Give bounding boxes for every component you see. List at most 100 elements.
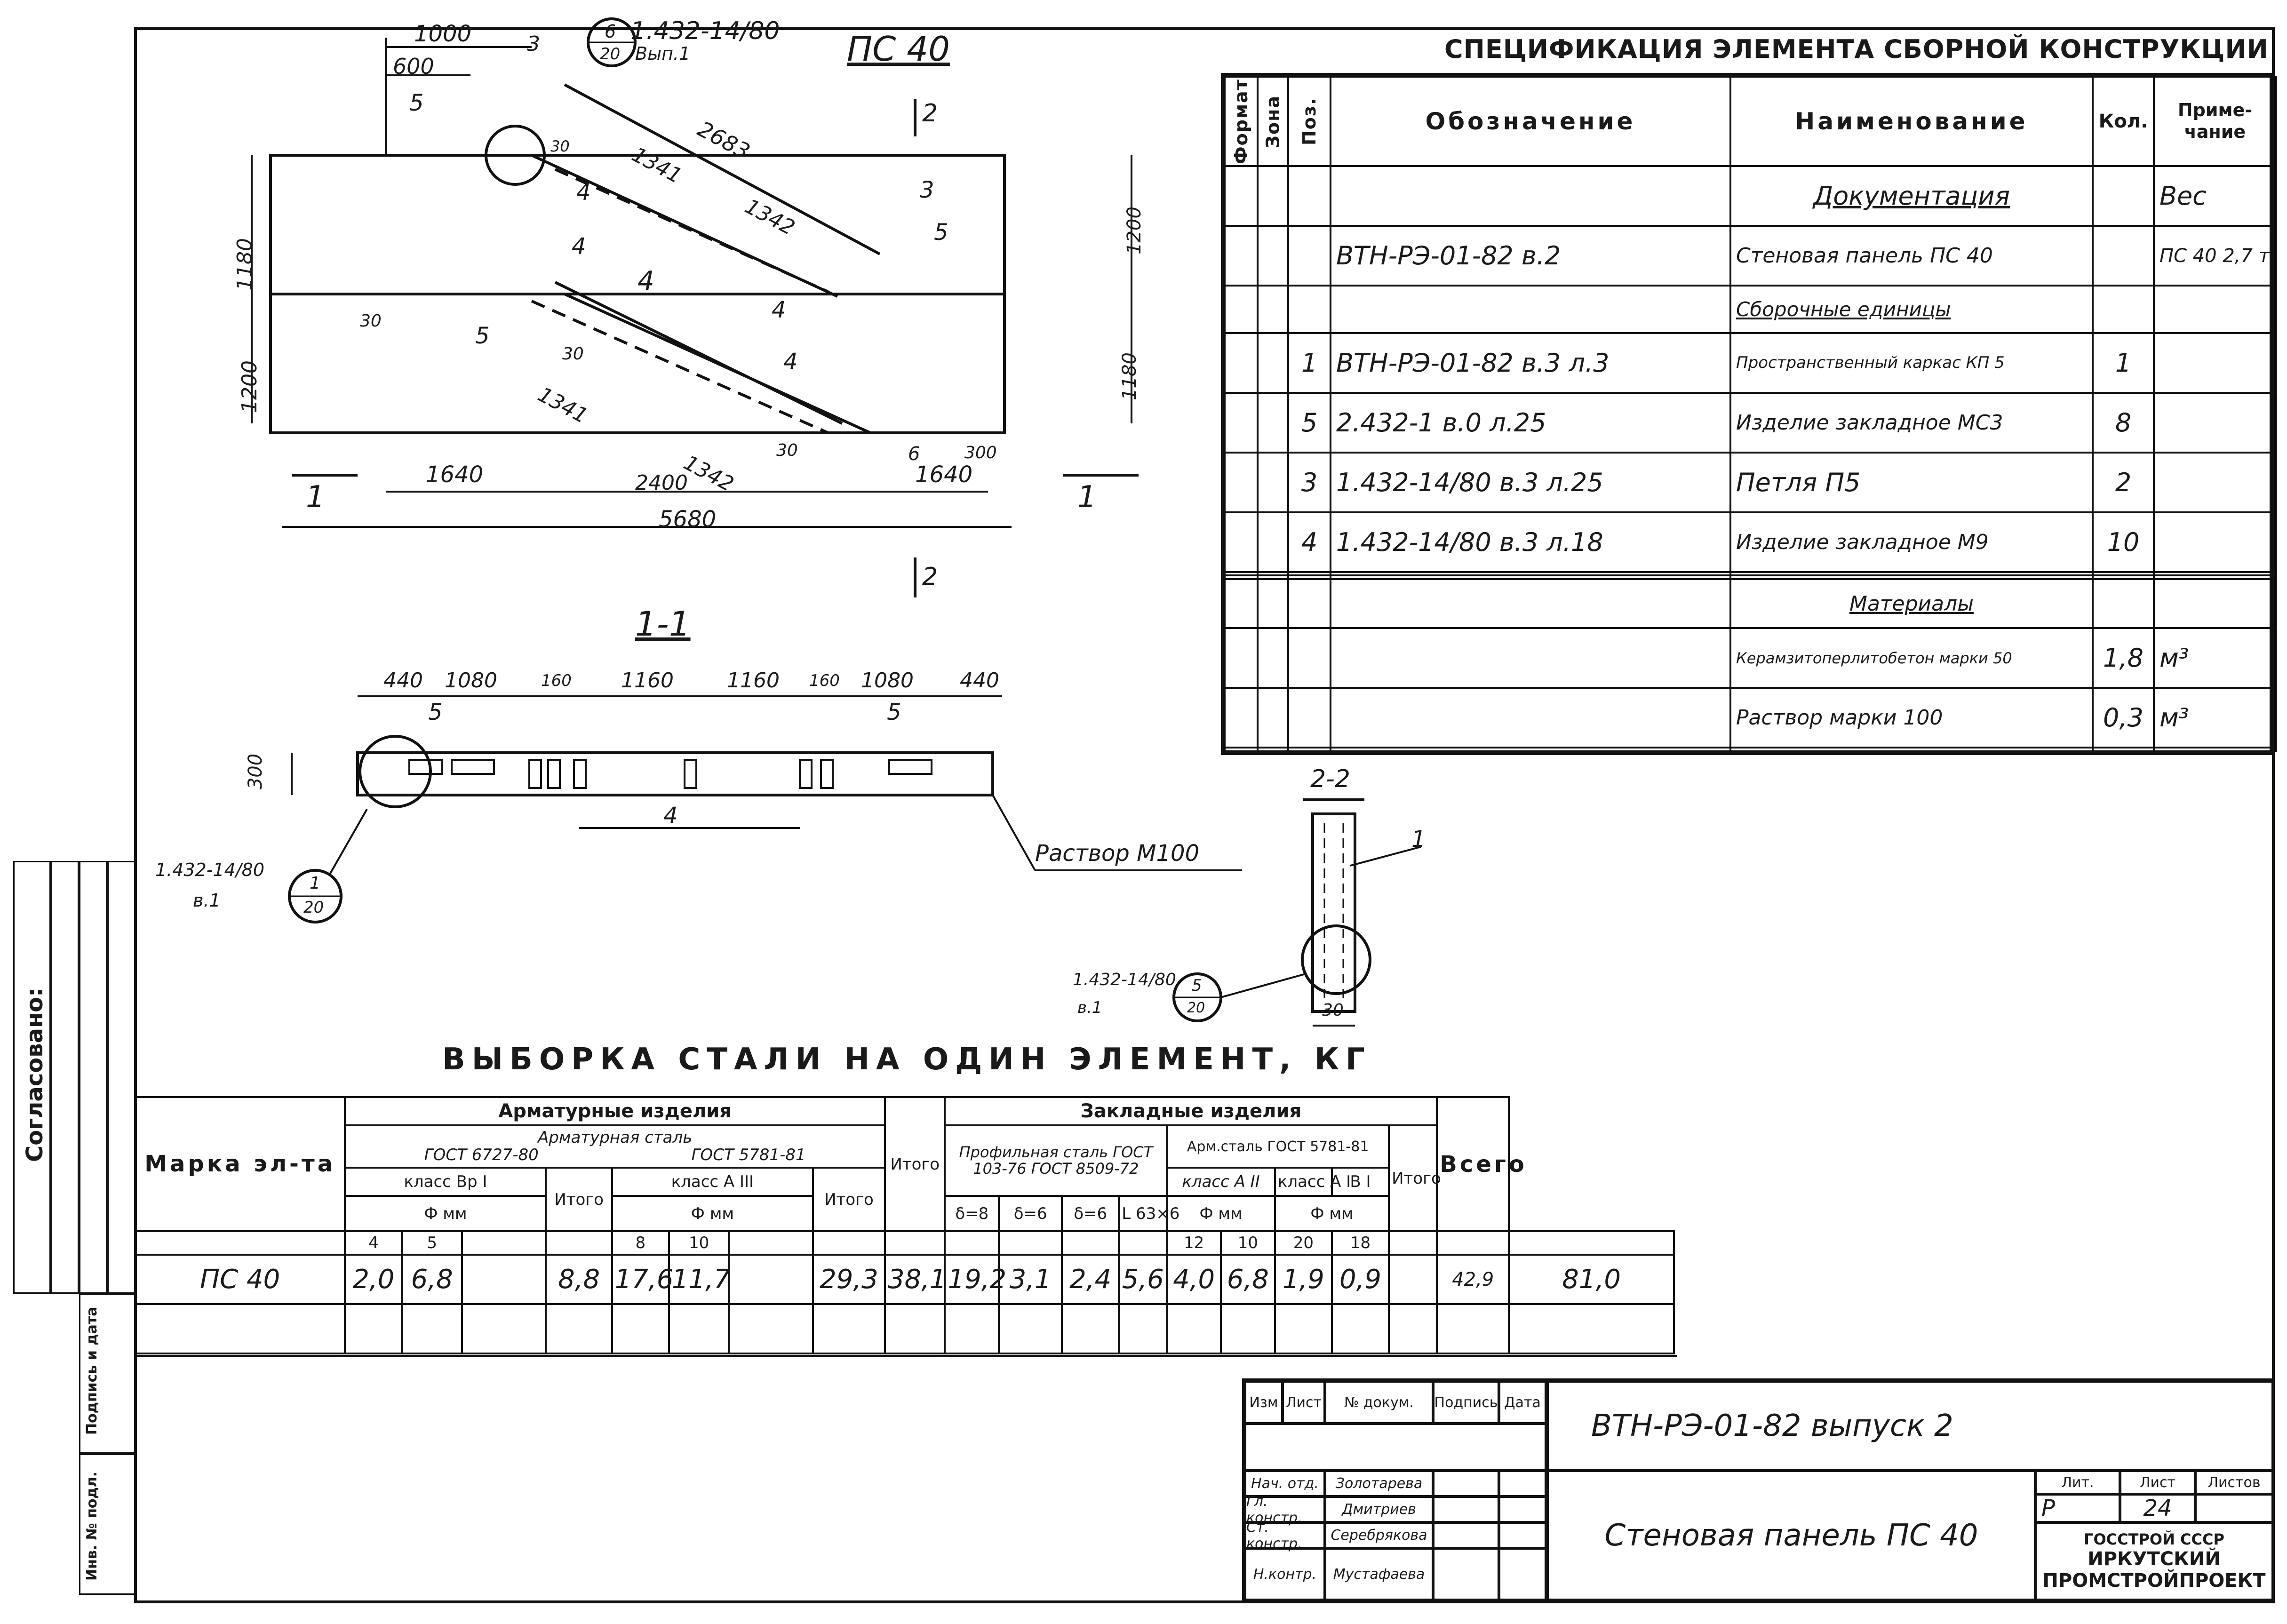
section22-body: [1311, 812, 1356, 1013]
spec-header-row: Формат Зона Поз. Обозначение Наименовани…: [1225, 76, 2277, 167]
tb-name-4: Мустафаева: [1325, 1548, 1433, 1600]
spec-row: [1224, 574, 2277, 580]
s11-mark-5b: 5: [887, 699, 901, 725]
steel-profile: Профильная сталь ГОСТ 103-76 ГОСТ 8509-7…: [944, 1124, 1168, 1197]
steel-class5: В I: [1331, 1167, 1390, 1197]
stamp-inv: Инв. № подл.: [84, 1471, 100, 1581]
s11-dim-1160a: 1160: [621, 669, 674, 693]
steel-total-header: Всего: [1436, 1096, 1524, 1232]
mark-4c: 4: [637, 266, 654, 296]
dim-1640b: 1640: [915, 462, 973, 488]
dim-30d: 30: [550, 137, 570, 155]
spec-row: Материалы: [1224, 578, 2277, 629]
s11-mark-4: 4: [663, 803, 678, 829]
section-mark-2-bottom: 2: [922, 563, 938, 591]
tb-role-4: Н.контр.: [1245, 1548, 1325, 1600]
s11-mark-5a: 5: [428, 699, 443, 725]
frame-bottom: [134, 1600, 2275, 1603]
ref-circle-bottom-num: 20: [600, 45, 621, 64]
section11-callout: [359, 735, 432, 808]
s11-dim-1080b: 1080: [861, 669, 914, 693]
dim-1200b: 1200: [1123, 207, 1145, 255]
section11-body: [356, 751, 994, 796]
section22-callout: [1301, 924, 1371, 995]
tb-list: Лист: [1283, 1381, 1325, 1424]
stamp-agreed: Согласовано:: [22, 987, 48, 1162]
mark-4b: 4: [572, 233, 586, 260]
mark-3a: 3: [527, 32, 540, 56]
steel-itogo-reinf: Итого: [884, 1096, 946, 1232]
s11-dim-1080a: 1080: [445, 669, 497, 693]
mark-6: 6: [908, 443, 920, 465]
s22-circle-top: 5: [1192, 976, 1202, 995]
steel-sub-row: 4 5 8 10 12 10 20 18: [134, 1230, 1675, 1256]
s11-mortar: Раствор М100: [1035, 840, 1200, 867]
s11-circle-top: 1: [310, 874, 320, 893]
s11-height: 300: [245, 753, 267, 790]
dim-600: 600: [393, 54, 434, 79]
s22-ref-issue: в.1: [1077, 998, 1102, 1017]
steel-class4: класс А I: [1274, 1167, 1351, 1197]
tb-ndoc: № докум.: [1325, 1381, 1433, 1424]
dim-300: 300: [964, 443, 997, 462]
dim-1000: 1000: [414, 21, 472, 47]
dim-1200a: 1200: [237, 360, 262, 413]
tb-sign: Подпись: [1433, 1381, 1499, 1424]
s22-circle-bottom: 20: [1187, 1000, 1205, 1016]
section-mark-1-left: 1: [306, 480, 325, 515]
steel-total-cell: 81,0: [1508, 1254, 1675, 1305]
steel-itogo-emb: Итого: [1388, 1124, 1441, 1232]
tb-name-1: Золотарева: [1325, 1471, 1433, 1497]
tb-org-3: ПРОМСТРОЙПРОЕКТ: [2042, 1569, 2266, 1592]
steel-dia3: Ф мм: [1166, 1195, 1276, 1232]
steel-reinf-group: Арматурные изделия: [344, 1096, 886, 1126]
series-issue: Вып.1: [635, 43, 691, 64]
spec-col-note: Приме-чание: [2153, 76, 2277, 167]
steel-header-row-4: Ф мм Ф мм δ=8 δ=6 δ=6 L 63×6 Ф мм Ф мм: [135, 1195, 1674, 1232]
frame-right: [2272, 27, 2275, 1603]
steel-itogo1: Итого: [545, 1167, 613, 1232]
steel-class1: класс Вр I: [344, 1167, 547, 1197]
dim-1180a: 1180: [232, 238, 257, 291]
spec-col-designation: Обозначение: [1330, 76, 1731, 167]
s11-dim-440b: 440: [960, 669, 999, 693]
tb-sheet-val: 24: [2120, 1494, 2195, 1522]
s22-mark-1: 1: [1411, 826, 1426, 852]
tb-name-3: Серебрякова: [1325, 1522, 1433, 1548]
s22-dim: 30: [1322, 1001, 1344, 1020]
s11-dim-1160b: 1160: [727, 669, 780, 693]
steel-data-row: ПС 40 2,0 6,8 8,8 17,6 11,7 29,3 38,1 19…: [134, 1254, 1675, 1305]
stamp-sign-date: Подпись и дата: [84, 1306, 100, 1435]
dim-2400: 2400: [635, 471, 688, 495]
spec-col-name: Наименование: [1729, 76, 2094, 167]
spec-col-format: Формат: [1225, 77, 1258, 166]
mark-5c: 5: [475, 323, 490, 349]
steel-dia4: Ф мм: [1274, 1195, 1390, 1232]
dim-30b: 30: [562, 344, 584, 364]
margin-stamp: Согласовано: Подпись и дата Инв. № подл.: [13, 861, 135, 1595]
dim-30c: 30: [776, 441, 798, 460]
frame-top: [134, 27, 2275, 30]
tb-name-2: Дмитриев: [1325, 1497, 1433, 1522]
steel-empty-row: [134, 1303, 1675, 1354]
steel-mark-header: Марка эл-та: [134, 1096, 346, 1232]
section-mark-1-right: 1: [1077, 480, 1097, 515]
steel-class2: класс А III: [611, 1167, 814, 1197]
s11-ref-code: 1.432-14/80: [155, 860, 265, 880]
mark-4a: 4: [576, 179, 591, 206]
s11-dim-160b: 160: [809, 671, 840, 690]
steel-table: Марка эл-та Арматурные изделия Итого Зак…: [134, 1096, 1675, 1354]
tb-role-3: Ст. констр.: [1245, 1519, 1325, 1552]
tb-sheet: Лист: [2120, 1471, 2195, 1494]
tb-code: ВТН-РЭ-01-82 выпуск 2: [1546, 1381, 2273, 1471]
tb-lit-val: Р: [2035, 1494, 2120, 1522]
